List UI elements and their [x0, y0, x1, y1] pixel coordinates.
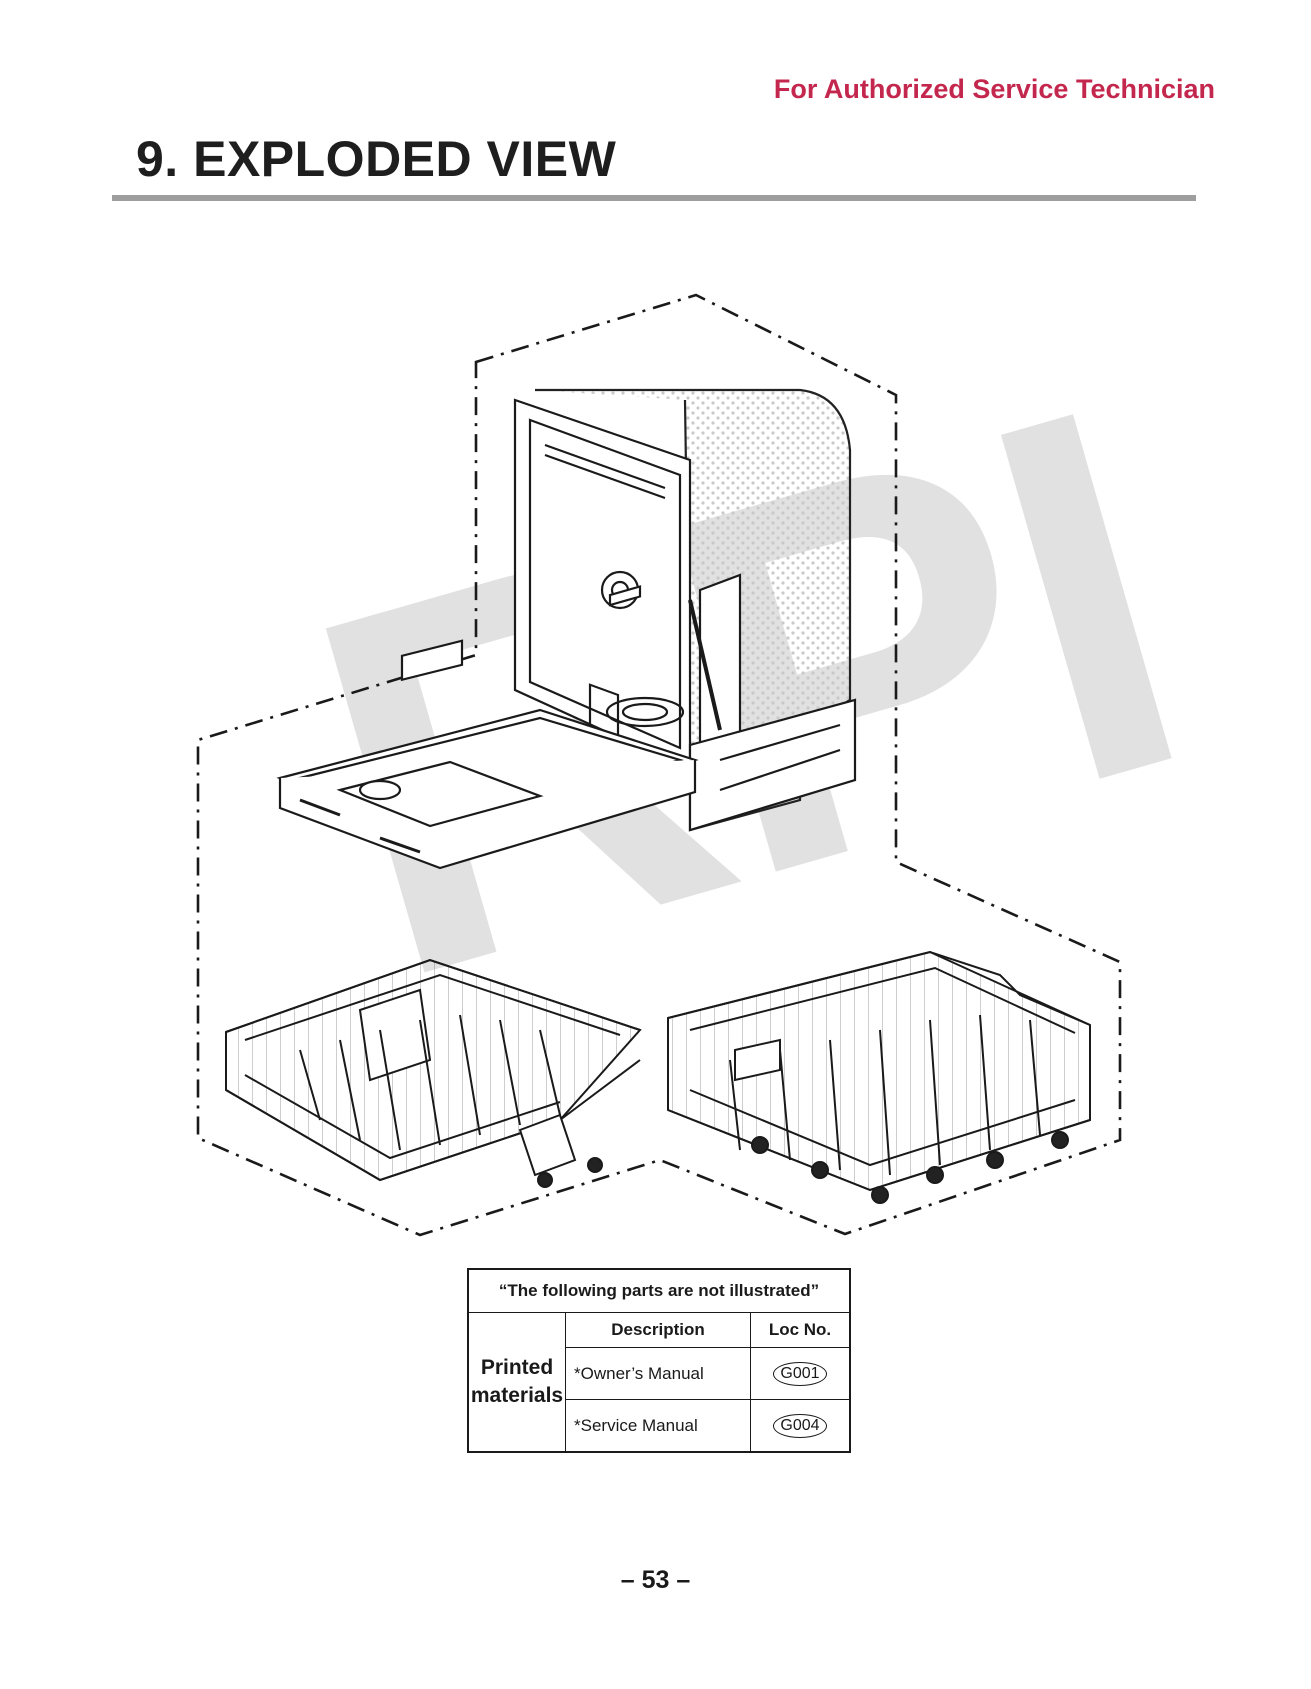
page-title: 9. EXPLODED VIEW [136, 131, 617, 187]
group-label: Printed materials [467, 1312, 566, 1453]
loc-number-cell: G001 [750, 1347, 851, 1400]
part-description: *Service Manual [565, 1399, 751, 1453]
loc-number: G004 [773, 1413, 827, 1438]
not-illustrated-parts-table: “The following parts are not illustrated… [467, 1268, 851, 1453]
column-header-loc-no: Loc No. [750, 1312, 851, 1348]
loc-number-cell: G004 [750, 1399, 851, 1453]
title-divider [112, 195, 1196, 201]
upper-rack [225, 958, 642, 1188]
table-caption: “The following parts are not illustrated… [467, 1268, 851, 1313]
authorized-technician-note: For Authorized Service Technician [773, 74, 1215, 104]
assembly-boundary-outline [196, 293, 1122, 1237]
loc-number: G001 [773, 1361, 827, 1386]
part-description: *Owner’s Manual [565, 1347, 751, 1400]
table-row: *Owner’s Manual G001 [468, 1347, 851, 1400]
dishwasher-door [276, 585, 699, 870]
table-row: *Service Manual G004 [468, 1399, 851, 1453]
page-number: – 53 – [620, 1566, 691, 1594]
lower-rack [667, 950, 1091, 1204]
column-header-description: Description [565, 1312, 751, 1348]
